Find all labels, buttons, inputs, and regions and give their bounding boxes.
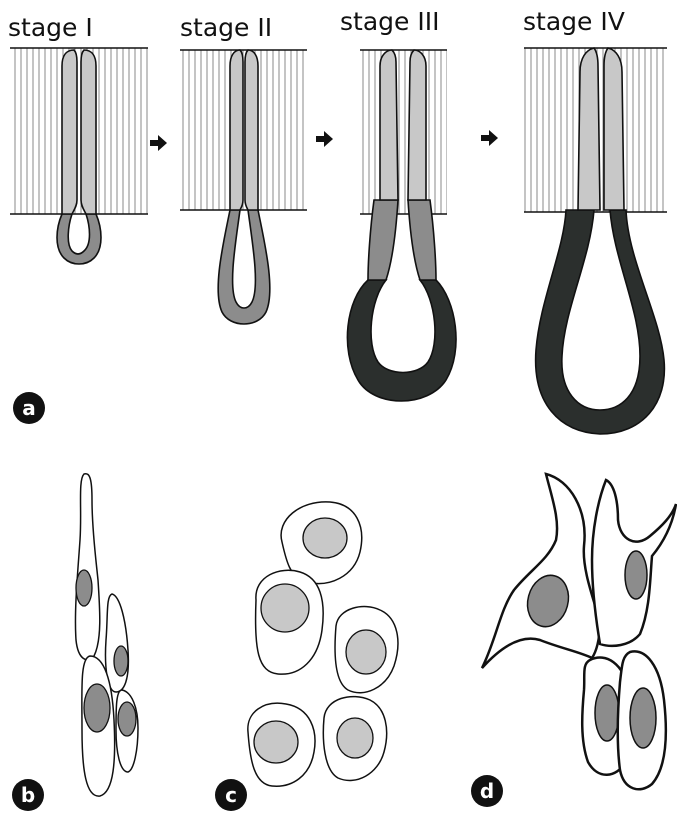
stage-4-bulb-dark [536,210,665,434]
arrow-icon [316,131,333,147]
nucleus [114,646,128,676]
cell [105,594,128,692]
stage-1-epithelium [10,48,148,214]
panel-c-cells [248,502,398,786]
nucleus [76,570,92,606]
cell [482,474,600,668]
panel-d-cells [482,474,676,789]
panel-a-label: a [22,396,36,420]
stage-4-invagination [578,48,600,210]
arrow-icon [481,130,498,146]
stage-2-invagination [230,50,243,210]
nucleus [346,630,386,674]
stage-3-invagination [380,50,398,200]
stage-1-bulb [57,214,101,264]
nucleus [303,518,347,558]
cell [75,474,99,660]
arrow-icon [150,135,167,151]
panel-d-label: d [480,779,494,803]
stage-1-diagram [10,48,148,264]
nucleus [84,684,110,732]
panel-b-label: b [21,783,35,807]
panel-d-badge: d [471,775,503,807]
nucleus [337,718,373,758]
panel-c-badge: c [215,779,247,811]
panel-b-cells [75,474,138,796]
nucleus [118,702,136,736]
stage-3-bulb-dark [347,280,456,401]
panel-a-badge: a [13,392,45,424]
stage-3-diagram [347,50,456,401]
panel-c-label: c [225,783,237,807]
stage-4-diagram [524,48,667,434]
nucleus [595,685,619,741]
stage-3-epithelium [360,50,447,214]
stage-2-diagram [180,50,307,324]
stage-3-label: stage III [340,7,439,36]
stage-1-label: stage I [8,13,93,42]
nucleus [254,721,298,763]
nucleus [261,584,309,632]
stage-1-invagination [62,50,77,214]
stage-3-mid-layer [368,200,398,280]
panel-b-badge: b [12,779,44,811]
stage-2-bulb [218,210,270,324]
stage-2-label: stage II [180,13,272,42]
nucleus [625,551,647,599]
stage-4-label: stage IV [523,7,625,36]
nucleus [630,688,656,748]
